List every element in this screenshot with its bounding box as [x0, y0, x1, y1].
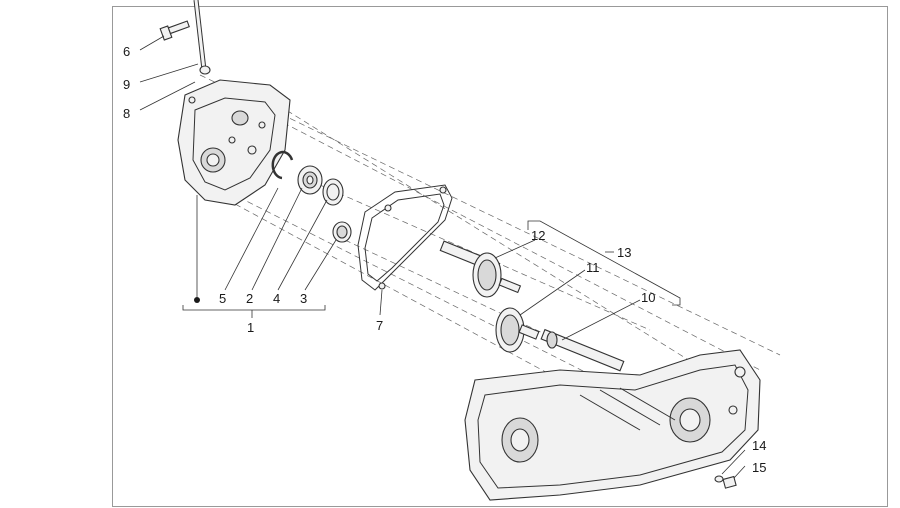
callout-15: 15	[752, 460, 766, 475]
callout-3: 3	[300, 291, 307, 306]
callout-8: 8	[123, 106, 130, 121]
callout-10: 10	[641, 290, 655, 305]
reference-dot	[194, 297, 200, 303]
callout-5: 5	[219, 291, 226, 306]
callout-2: 2	[246, 291, 253, 306]
callout-14: 14	[752, 438, 766, 453]
callout-13: 13	[617, 245, 631, 260]
diagram-border	[112, 6, 888, 507]
drain-plug-part	[714, 475, 737, 489]
circlip-part	[271, 150, 294, 180]
transmission-cover	[177, 79, 291, 206]
bearing-part	[297, 165, 323, 195]
callout-9: 9	[123, 77, 130, 92]
small-bearing-part	[332, 221, 352, 243]
bolt-part	[159, 20, 190, 41]
oil-pipe	[193, 0, 207, 71]
callout-12: 12	[531, 228, 545, 243]
crankcase	[464, 349, 761, 501]
intermediate-gear-part	[495, 307, 540, 353]
callout-4: 4	[273, 291, 280, 306]
oil-seal-part	[322, 178, 344, 206]
callout-11: 11	[586, 260, 600, 275]
callout-labels: 6 9 8 5 2 4 3 1 7 12 13 11 10 14 15	[123, 44, 766, 475]
output-shaft-part	[540, 328, 625, 372]
gear-shaft-part	[439, 240, 522, 298]
callout-6: 6	[123, 44, 130, 59]
gasket-part	[357, 184, 453, 291]
callout-7: 7	[376, 318, 383, 333]
leader-lines	[139, 35, 746, 479]
callout-1: 1	[247, 320, 254, 335]
